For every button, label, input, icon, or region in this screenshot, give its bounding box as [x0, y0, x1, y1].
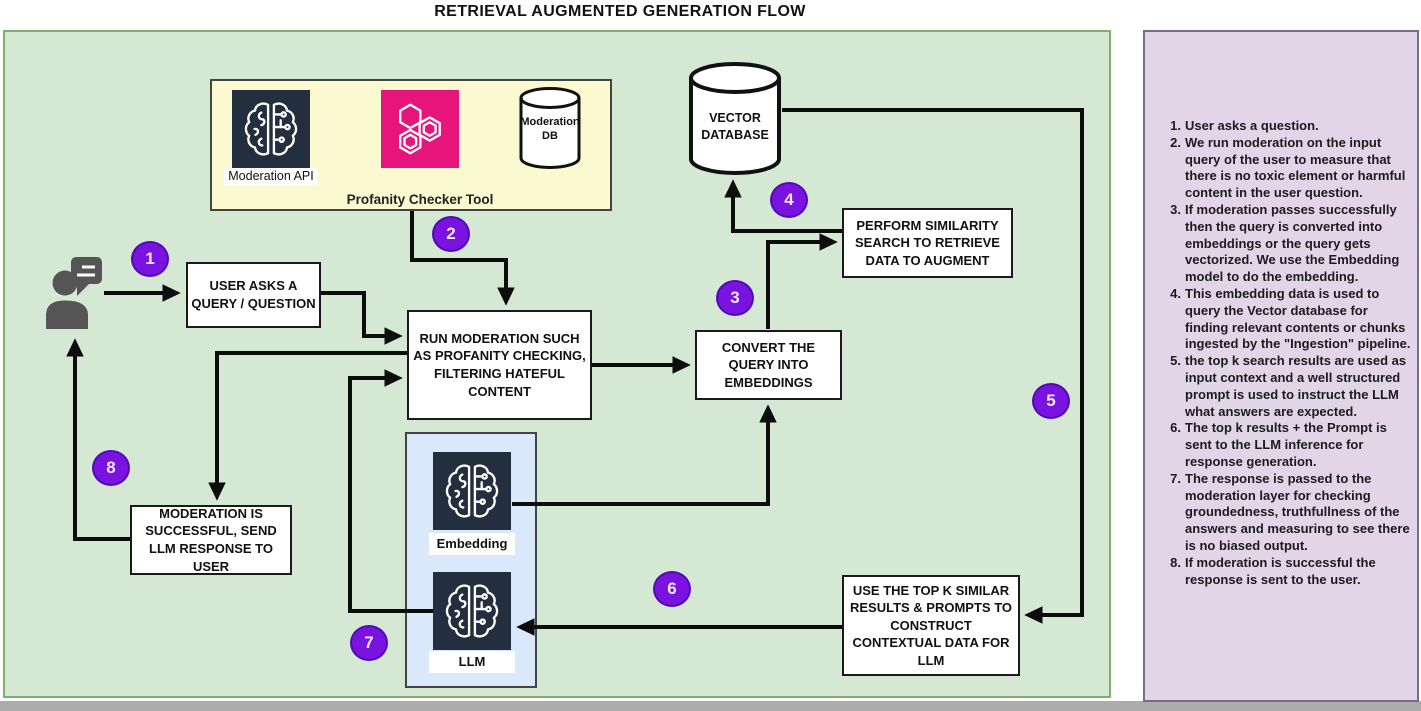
- node-perform-similarity: PERFORM SIMILARITY SEARCH TO RETRIEVE DA…: [842, 208, 1013, 278]
- profanity-checker-icon: [381, 90, 459, 168]
- legend-item: 3.If moderation passes successfully then…: [1163, 202, 1411, 286]
- brain-circuit-icon: [441, 580, 503, 642]
- node-moderation-successful: MODERATION IS SUCCESSFUL, SEND LLM RESPO…: [130, 505, 292, 575]
- legend-item: 8.If moderation is successful the respon…: [1163, 555, 1411, 589]
- legend-text: If moderation passes successfully then t…: [1185, 201, 1400, 285]
- legend-text: This embedding data is used to query the…: [1185, 285, 1411, 352]
- legend-item: 6.The top k results + the Prompt is sent…: [1163, 420, 1411, 470]
- legend-number: 3.: [1170, 201, 1181, 217]
- step-badge-8: 8: [92, 450, 130, 486]
- legend-number: 2.: [1170, 134, 1181, 150]
- brain-circuit-icon: [441, 460, 503, 522]
- embedding-model-icon: [433, 452, 511, 530]
- step-badge-1: 1: [131, 241, 169, 277]
- moderation-db-label: Moderation DB: [520, 116, 580, 143]
- brain-circuit-icon: [240, 98, 302, 160]
- node-use-top-k: USE THE TOP K SIMILAR RESULTS & PROMPTS …: [842, 575, 1020, 676]
- step-badge-4: 4: [770, 182, 808, 218]
- database-cylinder-icon: [519, 87, 581, 169]
- vector-database-cylinder: VECTOR DATABASE: [687, 62, 783, 176]
- vector-database-label: VECTOR DATABASE: [701, 111, 769, 142]
- legend-item: 7.The response is passed to the moderati…: [1163, 471, 1411, 555]
- moderation-api-label: Moderation API: [224, 168, 318, 185]
- legend-item: 2.We run moderation on the input query o…: [1163, 135, 1411, 202]
- moderation-db-cylinder: Moderation DB: [518, 87, 582, 171]
- step-badge-3: 3: [716, 280, 754, 316]
- user-person-icon: [46, 257, 102, 329]
- legend-text: If moderation is successful the response…: [1185, 554, 1376, 587]
- legend-number: 8.: [1170, 554, 1181, 570]
- step-badge-2: 2: [432, 216, 470, 252]
- node-user-asks: USER ASKS A QUERY / QUESTION: [186, 262, 321, 328]
- legend-text: We run moderation on the input query of …: [1185, 134, 1406, 201]
- hexagons-icon: [389, 98, 451, 160]
- bottom-window-edge: [0, 701, 1421, 711]
- legend-number: 1.: [1170, 118, 1181, 133]
- legend-item: 5.the top k search results are used as i…: [1163, 353, 1411, 420]
- node-run-moderation: RUN MODERATION SUCH AS PROFANITY CHECKIN…: [407, 310, 592, 420]
- steps-legend-list: 1. User asks a question. 2.We run moderat…: [1163, 118, 1411, 588]
- legend-text: The top k results + the Prompt is sent t…: [1185, 420, 1387, 469]
- legend-number: 7.: [1170, 470, 1181, 486]
- page-title: RETRIEVAL AUGMENTED GENERATION FLOW: [434, 3, 806, 20]
- moderation-api-icon: [232, 90, 310, 168]
- speech-bubble-icon: [71, 257, 102, 284]
- profanity-tool-label: Profanity Checker Tool: [346, 192, 494, 207]
- legend-item: 1. User asks a question.: [1163, 118, 1411, 135]
- legend-text: the top k search results are used as inp…: [1185, 353, 1407, 419]
- legend-text: The response is passed to the moderation…: [1185, 470, 1410, 553]
- steps-legend-panel: 1. User asks a question. 2.We run moderat…: [1143, 30, 1419, 702]
- step-badge-6: 6: [653, 571, 691, 607]
- node-convert-query: CONVERT THE QUERY INTO EMBEDDINGS: [695, 330, 842, 400]
- llm-model-icon: [433, 572, 511, 650]
- legend-number: 6.: [1170, 420, 1181, 436]
- embedding-label: Embedding: [429, 533, 515, 555]
- legend-item: 4.This embedding data is used to query t…: [1163, 286, 1411, 353]
- llm-label: LLM: [429, 651, 515, 673]
- legend-text: User asks a question.: [1185, 118, 1319, 133]
- legend-number: 5.: [1170, 353, 1181, 369]
- step-badge-5: 5: [1032, 383, 1070, 419]
- legend-number: 4.: [1170, 285, 1181, 301]
- step-badge-7: 7: [350, 625, 388, 661]
- database-cylinder-icon: [689, 62, 781, 175]
